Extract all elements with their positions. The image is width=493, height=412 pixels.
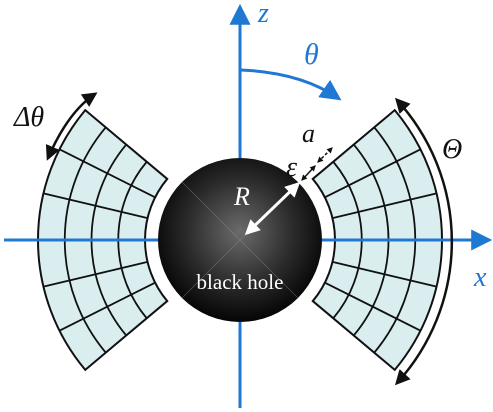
radius-label: R	[233, 182, 250, 211]
capital-theta-label: Θ	[442, 134, 462, 165]
shell-left-segment-line	[43, 261, 148, 288]
delta-theta-label: Δθ	[13, 102, 44, 133]
epsilon-label: ε	[286, 152, 297, 183]
theta-label: θ	[304, 38, 319, 71]
shell-left-segment-line	[43, 192, 148, 219]
shell-right-segment-line	[332, 192, 437, 219]
x-label: x	[473, 262, 487, 293]
delta-theta-arc	[45, 92, 98, 161]
capital-theta-arc	[394, 97, 454, 386]
radius-arrow	[244, 181, 301, 236]
theta-arc	[239, 68, 342, 101]
shell-right-segment-line	[332, 261, 437, 288]
black-hole-label: black hole	[197, 270, 284, 294]
epsilon-arrow	[301, 165, 316, 181]
a-label: a	[302, 119, 315, 148]
a-arrow	[317, 147, 333, 163]
shell-left-segment-line	[59, 281, 156, 332]
z-label: z	[257, 0, 269, 29]
